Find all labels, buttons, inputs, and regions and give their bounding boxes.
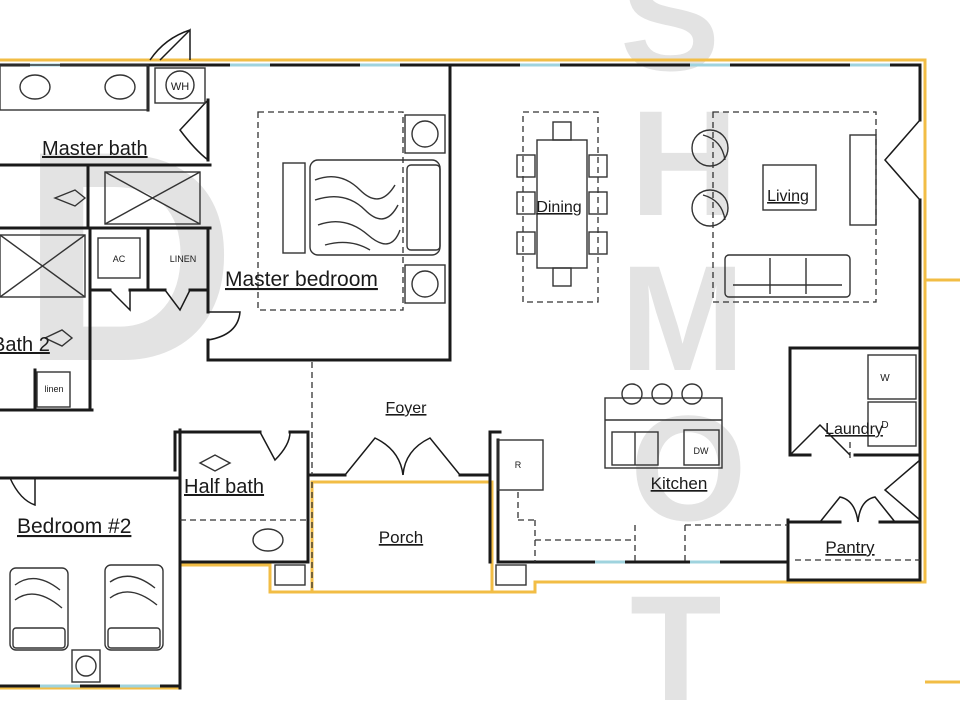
sink-icon: [19, 74, 51, 100]
room-half-bath: Half bath: [184, 476, 264, 498]
nightstand: [404, 264, 446, 304]
tv-console: [849, 134, 877, 226]
refrigerator: [497, 439, 544, 491]
toilet-icon: [198, 454, 232, 472]
washer: [867, 354, 917, 400]
bed-twin-right: [104, 564, 164, 651]
bathtub: [0, 234, 86, 298]
nightstand: [404, 114, 446, 154]
vanity: [0, 64, 149, 111]
furniture: [0, 64, 917, 683]
sink-icon: [252, 528, 284, 552]
ac-unit: [97, 237, 141, 279]
lamp-icon: [411, 120, 439, 148]
washer-label: W: [880, 373, 890, 384]
armchair: [691, 189, 729, 227]
column: [274, 564, 306, 586]
dashed-lines: [180, 111, 920, 592]
walls: [0, 63, 922, 690]
ac-label: AC: [113, 254, 126, 264]
lamp-icon: [411, 270, 439, 298]
toilet-icon: [53, 189, 87, 207]
sink-icon: [104, 74, 136, 100]
doors: [9, 28, 921, 523]
fixture-labels: WH AC LINEN linen W D DW R: [44, 81, 890, 470]
bed-twin-left: [9, 567, 69, 651]
room-master-bedroom: Master bedroom: [225, 268, 378, 291]
linen-closet-label: LINEN: [170, 254, 197, 264]
watermark-letter-s: S: [620, 0, 720, 102]
linen-closet-small: [36, 371, 71, 408]
toilet-icon: [43, 329, 74, 347]
linen-small-label: linen: [44, 384, 63, 394]
room-dining: Dining: [536, 199, 581, 216]
room-living: Living: [767, 188, 809, 205]
room-labels: Master bath Master bedroom Dining Living…: [0, 138, 883, 557]
room-kitchen: Kitchen: [651, 474, 708, 493]
water-heater: [154, 67, 206, 104]
water-heater-label: WH: [171, 81, 189, 93]
nightstand: [71, 649, 101, 683]
room-pantry: Pantry: [825, 538, 875, 557]
column: [495, 564, 527, 586]
armchair: [691, 129, 729, 167]
refrigerator-label: R: [515, 460, 522, 470]
watermark-letter-m: M: [620, 234, 745, 402]
coffee-table: [762, 164, 817, 211]
dryer: [867, 401, 917, 447]
sofa: [724, 254, 851, 298]
room-porch: Porch: [379, 528, 423, 547]
room-bath-2: Bath 2: [0, 334, 50, 356]
kitchen-island: [604, 383, 723, 469]
dining-set: [516, 121, 608, 287]
room-bedroom-2: Bedroom #2: [17, 515, 131, 538]
room-master-bath: Master bath: [42, 138, 148, 160]
water-heater-icon: [165, 70, 195, 100]
shower: [104, 171, 201, 225]
dishwasher-label: DW: [694, 446, 709, 456]
watermark-letter-t: T: [630, 564, 722, 720]
dryer-label: D: [881, 420, 888, 431]
lamp-icon: [75, 655, 97, 677]
room-foyer: Foyer: [386, 400, 428, 417]
room-laundry: Laundry: [825, 421, 883, 438]
bed-master: [282, 159, 441, 256]
